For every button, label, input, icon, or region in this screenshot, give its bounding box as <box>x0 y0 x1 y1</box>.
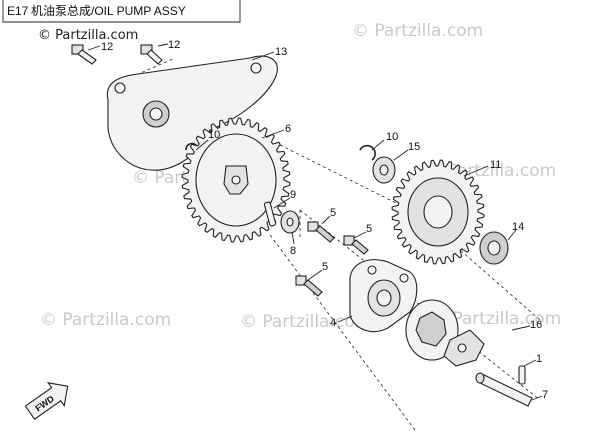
bearing-14 <box>479 231 509 265</box>
callout-5-a: 5 <box>330 207 336 219</box>
leader-line <box>251 51 275 61</box>
leader-line <box>337 315 353 323</box>
title-code: E17 <box>7 4 29 18</box>
bolt-head <box>307 221 319 232</box>
leader-line <box>531 395 543 401</box>
shaft-7 <box>475 372 533 407</box>
leader-line <box>463 165 489 177</box>
gear-6-bore <box>231 175 241 185</box>
callout-12-right: 12 <box>168 39 180 51</box>
leader-line <box>87 45 101 51</box>
pump-body-4 <box>349 259 418 333</box>
bolt-shank <box>315 225 335 243</box>
callout-16: 16 <box>530 319 542 331</box>
leader-line <box>261 129 285 139</box>
leader-lines <box>87 43 543 401</box>
leader-line <box>371 139 385 151</box>
pin-body <box>518 365 526 385</box>
fwd-arrow-badge: FWD <box>24 382 69 420</box>
callouts: 12 12 13 10 6 9 8 5 5 5 4 10 15 11 14 16… <box>101 39 548 401</box>
gear-11 <box>391 159 485 265</box>
leader-line <box>393 149 409 161</box>
bolt-shank <box>303 279 323 297</box>
callout-5-c: 5 <box>322 261 328 273</box>
watermark: © Partzilla.com <box>352 21 483 41</box>
callout-10-right: 10 <box>386 131 398 143</box>
bolt-5-c <box>295 275 323 297</box>
guide-line <box>269 234 416 431</box>
leader-line <box>291 231 295 245</box>
pump-body-hole <box>367 265 377 275</box>
rotor-16 <box>405 299 485 367</box>
cover-plate-hole <box>250 62 262 74</box>
leader-line <box>195 139 209 151</box>
leader-line <box>511 325 531 331</box>
leader-line <box>507 229 517 241</box>
bolt-shank <box>77 49 97 65</box>
callout-15: 15 <box>408 141 420 153</box>
cover-plate-bearing-bore <box>149 107 163 121</box>
callout-4: 4 <box>330 317 336 329</box>
bearing-inner <box>487 240 501 256</box>
cover-plate-hole <box>114 82 126 94</box>
bolt-head <box>295 275 307 286</box>
rotor-inner <box>415 311 447 347</box>
callout-6: 6 <box>285 123 291 135</box>
bolt-5-a <box>307 221 335 243</box>
gear-11-bore <box>423 195 453 229</box>
callout-7: 7 <box>542 389 548 401</box>
watermark-top: © Partzilla.com <box>38 28 138 43</box>
pump-body-bore-inner <box>376 289 392 307</box>
fwd-arrow-icon <box>24 382 69 420</box>
washer-inner <box>286 217 294 227</box>
drive-coupler-hole <box>457 343 467 353</box>
callout-12-left: 12 <box>101 41 113 53</box>
pin-body <box>263 201 277 227</box>
callout-13: 13 <box>275 46 287 58</box>
washer-15 <box>372 156 396 184</box>
cover-plate-13 <box>106 55 278 171</box>
gear-6 <box>181 117 291 243</box>
leader-line <box>353 231 367 239</box>
title-text: 机油泵总成/OIL PUMP ASSY <box>31 4 186 18</box>
pin-1 <box>518 365 526 385</box>
bolt-5-b <box>343 235 369 255</box>
leader-line <box>157 43 169 47</box>
circlip-10-right <box>359 144 376 161</box>
callout-5-b: 5 <box>366 223 372 235</box>
title-block: E17 机油泵总成/OIL PUMP ASSY <box>2 0 241 23</box>
watermark: © Partzilla.com <box>430 309 561 329</box>
bolt-shank <box>351 239 369 255</box>
pin-9 <box>263 201 277 227</box>
washer-8 <box>280 210 300 234</box>
callout-14: 14 <box>512 221 524 233</box>
shaft-end <box>475 372 485 384</box>
bolt-shank <box>146 49 163 65</box>
callout-8: 8 <box>290 245 296 257</box>
bolt-12-right <box>140 44 163 65</box>
guide-line <box>279 144 421 216</box>
leader-line <box>307 269 323 281</box>
watermark: © Partzilla.com <box>40 310 171 330</box>
callout-1: 1 <box>536 353 542 365</box>
callout-11: 11 <box>490 159 501 171</box>
washer-inner <box>379 164 389 176</box>
leader-line <box>273 197 291 209</box>
leader-line <box>321 215 331 225</box>
leader-line <box>523 359 537 367</box>
bolt-head <box>343 235 355 246</box>
cover-plate-body <box>106 55 278 171</box>
circlip-ring <box>359 144 376 161</box>
pump-body-hole <box>399 273 409 283</box>
bolt-12-left <box>71 44 97 65</box>
callout-10-left: 10 <box>208 129 220 141</box>
callout-9: 9 <box>290 189 296 201</box>
title-frame <box>2 0 241 23</box>
guide-line <box>119 57 176 83</box>
